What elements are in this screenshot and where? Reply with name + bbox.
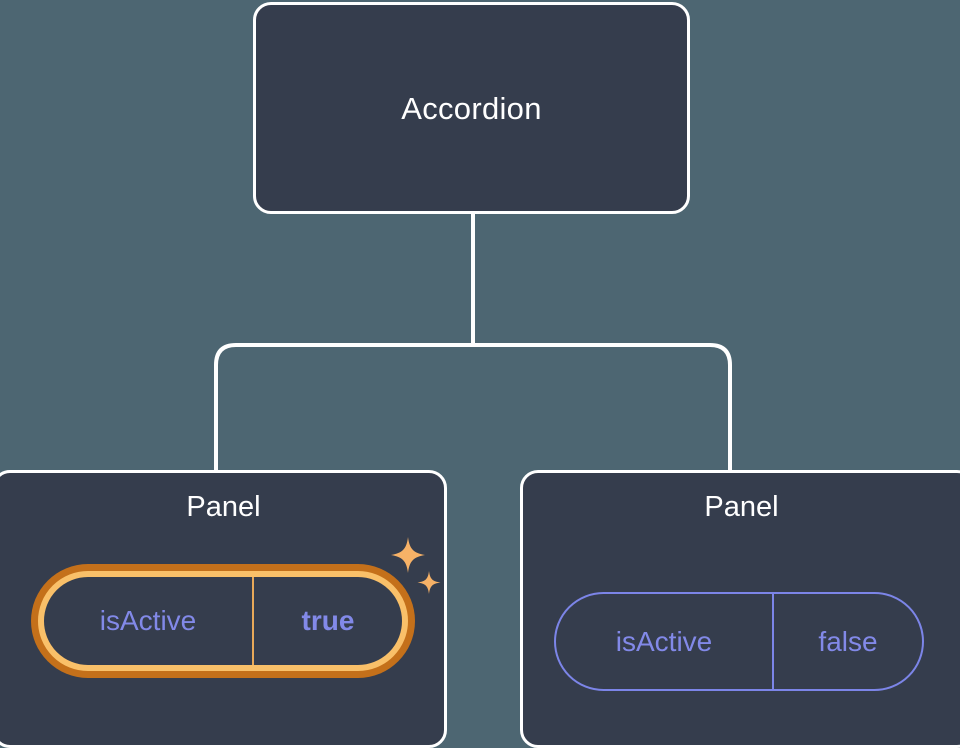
node-accordion-label: Accordion bbox=[401, 90, 542, 126]
connector-branch-bracket bbox=[214, 343, 732, 470]
prop-pill-isactive-false[interactable]: isActive false bbox=[554, 592, 924, 691]
node-panel-active-label: Panel bbox=[186, 491, 261, 523]
node-accordion[interactable]: Accordion bbox=[253, 2, 690, 214]
prop-pill-isactive-true[interactable]: isActive true bbox=[38, 571, 408, 671]
prop-value-label: true bbox=[301, 605, 355, 636]
node-panel-inactive-label: Panel bbox=[704, 491, 779, 523]
prop-key-label: isActive bbox=[556, 594, 774, 689]
prop-key-label: isActive bbox=[44, 577, 254, 665]
prop-value-label: false bbox=[818, 625, 878, 657]
